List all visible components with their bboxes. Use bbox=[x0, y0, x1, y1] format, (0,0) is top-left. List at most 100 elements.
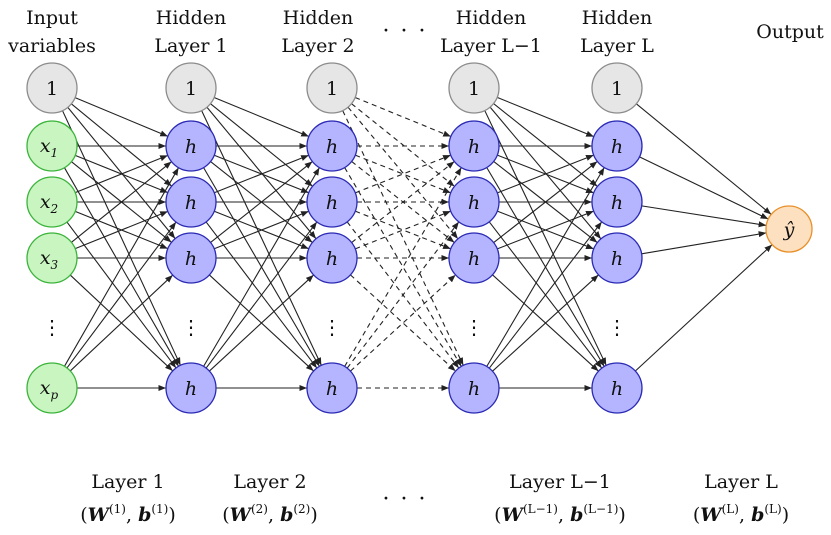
header-input-line1: Input bbox=[26, 7, 78, 29]
hidden-node-label: h bbox=[326, 248, 338, 270]
hidden-node-label: h bbox=[468, 378, 480, 400]
hidden-node-label: h bbox=[468, 136, 480, 158]
footer-ellipsis: · · · bbox=[383, 487, 428, 512]
connection-edge bbox=[488, 221, 603, 369]
dashed-connection-edge bbox=[346, 221, 460, 369]
hidden-node bbox=[165, 232, 217, 284]
hidden-node-label: h bbox=[185, 192, 197, 214]
dashed-connection-edge bbox=[354, 96, 452, 138]
output-connection-edge bbox=[634, 244, 773, 372]
hidden-node bbox=[591, 120, 643, 172]
output-connection-edge bbox=[641, 231, 767, 255]
footer-layer2-params: (W(2), b(2)) bbox=[222, 502, 318, 526]
hidden-node bbox=[306, 120, 358, 172]
hidden-node bbox=[306, 232, 358, 284]
connection-edge bbox=[486, 167, 605, 367]
connection-edge bbox=[492, 274, 599, 372]
vertical-ellipsis: ⋮ bbox=[464, 315, 484, 339]
input-node-label: x2 bbox=[40, 191, 58, 216]
connection-edge bbox=[214, 154, 309, 194]
connection-edge bbox=[71, 161, 172, 243]
vertical-ellipsis: ⋮ bbox=[42, 315, 62, 339]
dashed-connection-edge bbox=[350, 274, 456, 372]
bias-node bbox=[306, 62, 358, 114]
header-output: Output bbox=[756, 21, 824, 43]
column-headers: Input variables Hidden Layer 1 Hidden La… bbox=[7, 7, 824, 57]
footer-layerL-title: Layer L bbox=[704, 471, 778, 493]
connection-edge bbox=[63, 167, 180, 367]
connection-edges bbox=[62, 96, 773, 392]
hidden-node bbox=[165, 362, 217, 414]
footer-layerLm1-params: (W(L−1), b(L−1)) bbox=[494, 502, 626, 526]
connection-edge bbox=[203, 167, 320, 367]
hidden-node-label: h bbox=[185, 136, 197, 158]
connection-edge bbox=[497, 154, 594, 194]
input-node bbox=[26, 120, 78, 172]
connection-edge bbox=[74, 97, 169, 137]
hidden-node-label: h bbox=[611, 192, 623, 214]
hidden-node bbox=[165, 176, 217, 228]
output-connection-edge bbox=[641, 205, 767, 228]
connection-edge bbox=[69, 274, 174, 372]
connection-edge bbox=[493, 160, 598, 244]
bias-node-label: 1 bbox=[611, 78, 623, 100]
hidden-node bbox=[591, 176, 643, 228]
bias-node bbox=[448, 62, 500, 114]
hidden-node-label: h bbox=[611, 378, 623, 400]
connection-edge bbox=[201, 110, 322, 366]
header-hiddenLm1-line2: Layer L−1 bbox=[440, 35, 542, 57]
dashed-connection-edge bbox=[355, 154, 451, 194]
connection-edge bbox=[67, 107, 176, 239]
connection-edge bbox=[213, 97, 310, 137]
hidden-node-label: h bbox=[326, 192, 338, 214]
bias-node-label: 1 bbox=[185, 78, 197, 100]
footer-layer1-title: Layer 1 bbox=[91, 471, 164, 493]
hidden-node bbox=[591, 362, 643, 414]
footer-layerL-params: (W(L), b(L)) bbox=[693, 502, 789, 526]
header-hidden2-line1: Hidden bbox=[283, 7, 353, 29]
connection-edge bbox=[210, 103, 313, 187]
output-node bbox=[765, 205, 813, 253]
input-node-label: xp bbox=[40, 377, 59, 402]
output-node-label: ŷ bbox=[783, 219, 795, 241]
header-hiddenL-line1: Hidden bbox=[582, 7, 652, 29]
hidden-node-label: h bbox=[185, 248, 197, 270]
header-hidden1-line2: Layer 1 bbox=[154, 35, 227, 57]
connection-edge bbox=[209, 274, 314, 372]
dashed-connection-edge bbox=[351, 103, 455, 187]
footer-layer1-params: (W(1), b(1)) bbox=[80, 502, 176, 526]
input-node bbox=[26, 362, 78, 414]
hidden-node-label: h bbox=[185, 378, 197, 400]
hidden-node-label: h bbox=[468, 192, 480, 214]
input-node-label: x3 bbox=[40, 247, 59, 272]
header-hidden2-line2: Layer 2 bbox=[281, 35, 354, 57]
dashed-connection-edge bbox=[351, 161, 455, 243]
header-ellipsis: · · · bbox=[383, 19, 428, 44]
dashed-connection-edge bbox=[355, 210, 451, 250]
hidden-node bbox=[306, 362, 358, 414]
dashed-connection-edge bbox=[350, 274, 456, 372]
input-node bbox=[26, 232, 78, 284]
connection-edge bbox=[214, 210, 309, 250]
hidden-node bbox=[165, 120, 217, 172]
connection-edge bbox=[497, 210, 594, 250]
hidden-node bbox=[448, 232, 500, 284]
bias-node-label: 1 bbox=[468, 78, 480, 100]
connection-edge bbox=[74, 154, 169, 194]
connection-edge bbox=[496, 96, 595, 138]
bias-node-label: 1 bbox=[326, 78, 338, 100]
input-node-label: x1 bbox=[40, 135, 58, 160]
dashed-connection-edge bbox=[344, 167, 462, 367]
bias-node bbox=[165, 62, 217, 114]
hidden-node bbox=[306, 176, 358, 228]
connection-edge bbox=[205, 221, 318, 369]
hidden-node-label: h bbox=[611, 248, 623, 270]
header-hidden1-line1: Hidden bbox=[156, 7, 226, 29]
dashed-connection-edge bbox=[355, 154, 451, 194]
footer-layerLm1-title: Layer L−1 bbox=[509, 471, 611, 493]
hidden-node-label: h bbox=[326, 136, 338, 158]
connection-edge bbox=[489, 106, 602, 240]
output-connection-edge bbox=[639, 156, 769, 220]
hidden-node bbox=[448, 120, 500, 172]
